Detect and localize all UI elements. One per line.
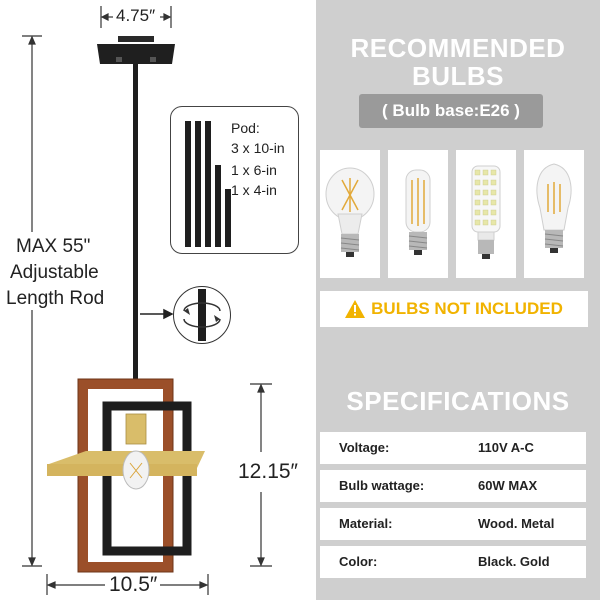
rotate-icon — [173, 286, 231, 344]
rod-length-line1: MAX 55" — [16, 236, 91, 257]
warning-text: BULBS NOT INCLUDED — [371, 299, 563, 318]
recommended-title-line1: RECOMMENDED — [350, 33, 566, 63]
a19-bulb-icon — [325, 167, 375, 257]
recommended-title-line2: BULBS — [411, 61, 505, 91]
product-drawing-panel: 4.75″ MAX 55" Adjustable Length Rod 12.1… — [6, 6, 299, 596]
rod — [133, 64, 138, 380]
t10-bulb-icon — [405, 169, 431, 255]
rod-segments-icon — [185, 121, 231, 247]
height-dimension — [250, 383, 272, 567]
spec-label: Bulb wattage: — [339, 478, 425, 493]
height-label: 12.15″ — [238, 460, 298, 483]
rod-length-dimension — [22, 35, 42, 567]
rod-length-line3: Length Rod — [6, 288, 105, 309]
pod-item-2: 1 x 6-in — [231, 162, 277, 178]
ceiling-canopy — [97, 36, 175, 64]
arrow-icon — [140, 308, 174, 320]
spec-row-color: Color: Black. Gold — [320, 546, 586, 578]
pod-title: Pod: — [231, 120, 260, 136]
width-dimension — [46, 574, 209, 595]
pendant-light-drawing — [22, 6, 272, 595]
spec-label: Color: — [339, 554, 378, 569]
bulb-st64-card — [524, 150, 584, 278]
bulb-t10-card — [388, 150, 448, 278]
socket-bulb — [122, 413, 150, 490]
specifications-title: SPECIFICATIONS — [346, 386, 570, 416]
corn-bulb-icon — [471, 165, 501, 259]
spec-row-voltage: Voltage: 110V A-C — [320, 432, 586, 464]
spec-value: Wood. Metal — [478, 516, 555, 531]
bulbs-not-included-banner: BULBS NOT INCLUDED — [320, 291, 588, 327]
bulb-corn-card — [456, 150, 516, 278]
rod-length-line2: Adjustable — [10, 262, 99, 283]
bulb-base-badge: ( Bulb base:E26 ) — [359, 94, 543, 128]
info-panel: RECOMMENDED BULBS ( Bulb base:E26 ) — [316, 0, 600, 600]
warning-triangle-icon — [345, 300, 366, 318]
top-width-dimension — [100, 6, 172, 28]
spec-value: 60W MAX — [478, 478, 538, 493]
top-width-label: 4.75″ — [116, 6, 156, 25]
spec-value: Black. Gold — [478, 554, 550, 569]
bulb-a19-card — [320, 150, 380, 278]
pod-item-3: 1 x 4-in — [231, 182, 277, 198]
spec-row-wattage: Bulb wattage: 60W MAX — [320, 470, 586, 502]
spec-value: 110V A-C — [478, 440, 534, 455]
spec-label: Voltage: — [339, 440, 390, 455]
black-frame — [102, 401, 192, 556]
width-label: 10.5″ — [109, 573, 158, 596]
spec-row-material: Material: Wood. Metal — [320, 508, 586, 540]
pod-item-1: 3 x 10-in — [231, 140, 285, 156]
st64-bulb-icon — [536, 163, 572, 253]
spec-label: Material: — [339, 516, 393, 531]
pod-rods-box — [170, 106, 299, 254]
